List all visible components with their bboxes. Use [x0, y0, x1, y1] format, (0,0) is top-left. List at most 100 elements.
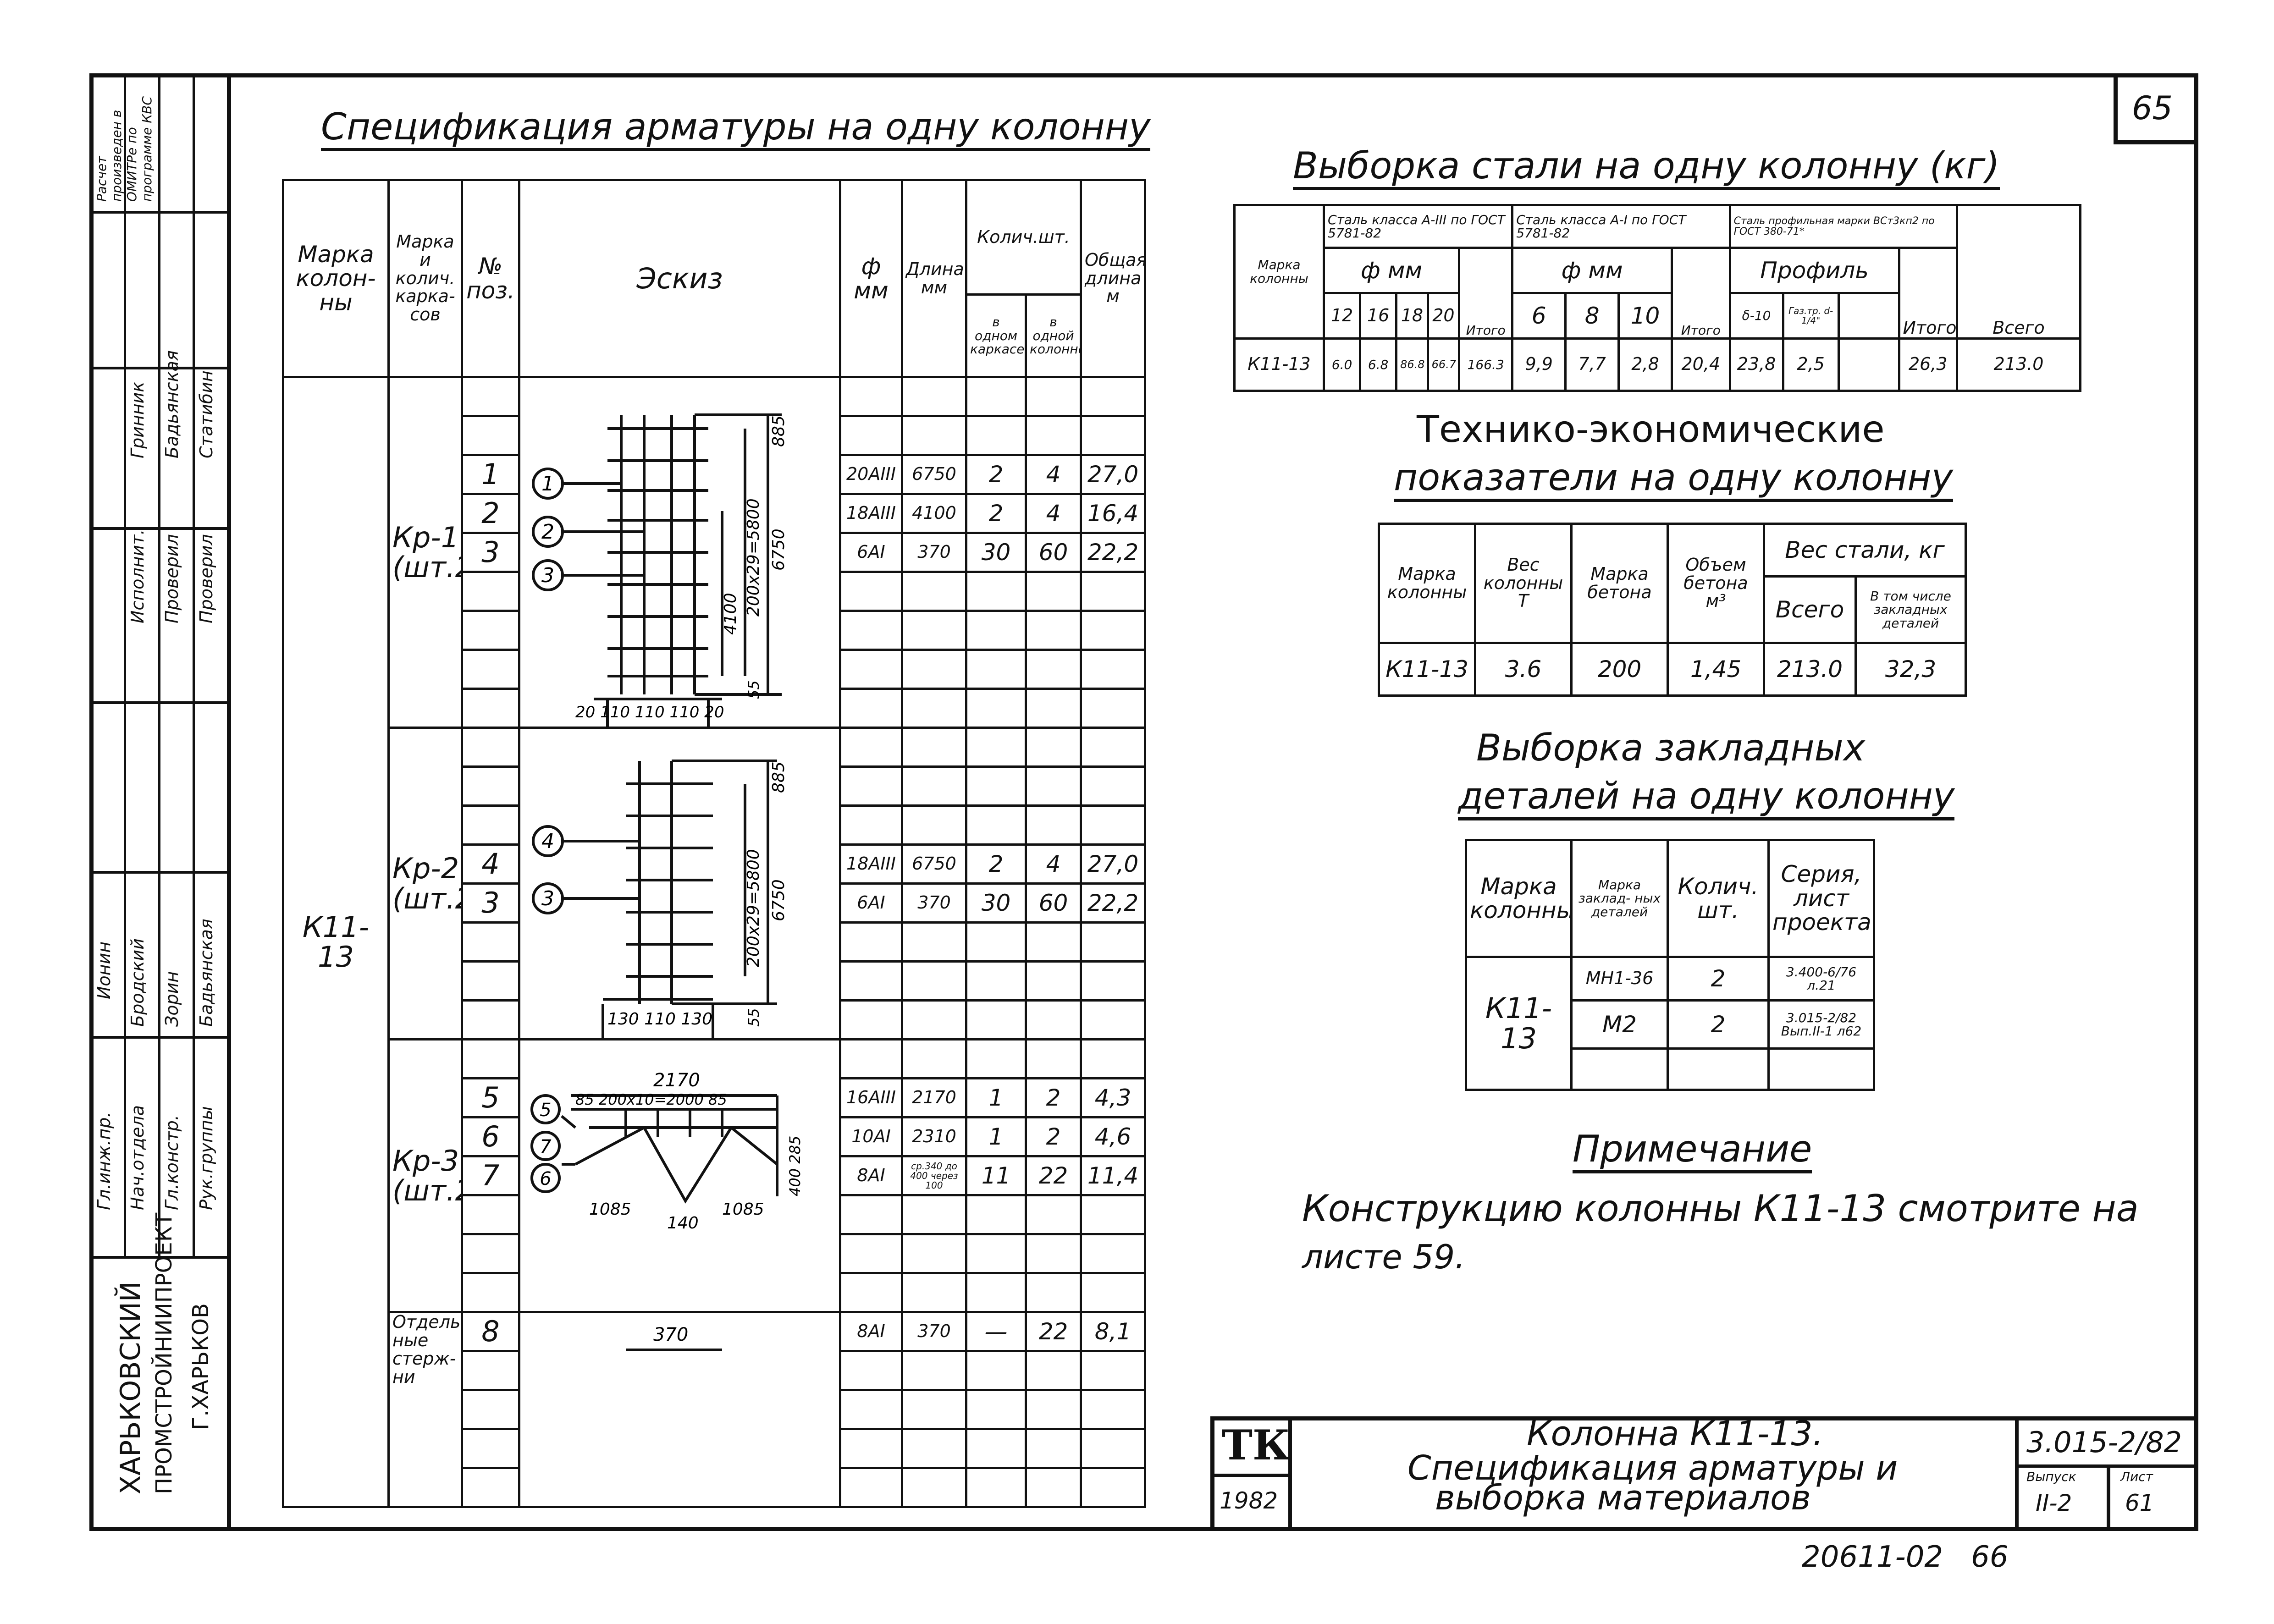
kr1-d5: 55: [745, 680, 762, 699]
tech-hdr-volume: Объем бетона м³: [1667, 523, 1765, 644]
row-pos: 5: [461, 1077, 520, 1118]
note-title: Примечание: [1573, 1128, 1812, 1173]
steel-v10: 2,8: [1617, 337, 1673, 392]
tb-code: 3.015-2/82: [2026, 1426, 2182, 1459]
kr3-a: 1085: [589, 1200, 631, 1219]
tech-hdr-all: Всего: [1763, 575, 1857, 644]
steel-sub-10: 10: [1617, 292, 1673, 340]
row-total: 11,4: [1080, 1155, 1147, 1196]
tech-row-concrete: 200: [1570, 642, 1669, 697]
row-len: 2170: [901, 1077, 967, 1118]
row-total: 27,0: [1080, 454, 1147, 495]
stamp-post-4: Рук.группы: [196, 1106, 216, 1210]
row-pos: 1: [461, 454, 520, 495]
tb-line-2: Спецификация арматуры и: [1407, 1448, 1898, 1488]
stamp-org-3: Г.ХАРЬКОВ: [188, 1303, 214, 1430]
row-phi: 10АI: [839, 1116, 903, 1157]
stamp-post-7: Проверил: [196, 534, 216, 623]
row-total: 4,3: [1080, 1077, 1147, 1118]
hdr-length: Длина мм: [901, 179, 967, 378]
row-pos: 6: [461, 1116, 520, 1157]
row-phi: 6АI: [839, 532, 903, 573]
sketch-kr2: 4 3 885 200x29=5800 6750 55 130 110 130 …: [518, 727, 841, 1040]
row-phi: 16АIII: [839, 1077, 903, 1118]
stamp-name-6: Бадьянская: [162, 350, 182, 458]
row-pos: 8: [461, 1311, 520, 1352]
row-pos: 7: [461, 1155, 520, 1196]
row-qc: 4: [1024, 454, 1082, 495]
emb-qty: 2: [1667, 999, 1770, 1050]
kr1-callout-1: 1: [541, 472, 554, 495]
steel-v20: 66.7: [1426, 337, 1461, 392]
sheet-number-box: [2114, 73, 2198, 144]
row-qc: 4: [1024, 493, 1082, 534]
stamp-post-3: Гл.констр.: [162, 1115, 182, 1210]
row-len: 4100: [901, 493, 967, 534]
kr1-d2: 200x29=5800: [744, 498, 763, 617]
steel-sub-16: 16: [1359, 292, 1398, 340]
hdr-qty-col: в одной колонне: [1024, 293, 1082, 378]
kr2-d5: 55: [745, 1008, 762, 1027]
emb-hdr-mark: Марка колонны: [1465, 839, 1573, 958]
note-text-1: Конструкцию колонны К11-13 смотрите на: [1302, 1187, 2139, 1230]
steel-total: 213.0: [1956, 337, 2081, 392]
kr2-d2: 200x29=5800: [744, 849, 763, 967]
tech-row-incl: 32,3: [1854, 642, 1967, 697]
steel-t1: 166.3: [1458, 337, 1514, 392]
kr3-h: 400 285: [786, 1136, 804, 1196]
stamp-post-1: Гл.инж.пр.: [94, 1112, 114, 1210]
row-qc: 60: [1024, 882, 1082, 924]
tb-line-3: выборка материалов: [1435, 1478, 1811, 1518]
steel-sub-8: 8: [1564, 292, 1620, 340]
steel-hdr-itogo1: Итого: [1458, 247, 1514, 340]
kr2-callout-4: 4: [541, 830, 554, 853]
steel-hdr-class1: Сталь класса А-III по ГОСТ 5781-82: [1323, 204, 1514, 249]
stamp-top-note: Расчет произведен в ОМИТРе по программе …: [94, 96, 155, 202]
tech-hdr-steel: Вес стали, кг: [1762, 523, 1967, 578]
row-qf: 2: [965, 493, 1027, 534]
sketch-kr1: 1 2 3 885 200x29=5800 6750 4100 55 20 11…: [518, 376, 841, 729]
emb-series: 3.400-6/76 л.21: [1767, 956, 1875, 1002]
emb-title-2: деталей на одну колонну: [1458, 775, 1955, 820]
emb-hdr-detail: Марка заклад- ных деталей: [1570, 839, 1669, 958]
kr2-d3: 6750: [769, 879, 788, 921]
kr2-callout-3: 3: [541, 887, 554, 910]
hdr-pos: № поз.: [461, 179, 520, 378]
row-phi: 8АI: [839, 1155, 903, 1196]
kr3-callout-5: 5: [540, 1100, 551, 1121]
row-pos: 3: [461, 532, 520, 573]
row-qf: 30: [965, 882, 1027, 924]
stamp-name-2: Бродский: [127, 938, 148, 1027]
frame-kr2: Кр-2 (шт.2): [387, 727, 463, 1040]
sketch-separate: 370: [518, 1311, 841, 1508]
steel-hdr-class3: Сталь профильная марки ВСт3кп2 по ГОСТ 3…: [1728, 204, 1959, 249]
hdr-frame: Марка и колич. карка- сов: [387, 179, 463, 378]
stamp-name-7: Статибин: [196, 370, 216, 458]
row-pos: 3: [461, 882, 520, 924]
row-qf: 2: [965, 843, 1027, 885]
spec-title: Спецификация арматуры на одну колонну: [321, 105, 1151, 151]
hdr-qty-frame: в одном каркасе: [965, 293, 1027, 378]
emb-series: 3.015-2/82 Вып.II-1 л62: [1767, 999, 1875, 1050]
tech-hdr-weight: Вес колонны Т: [1474, 523, 1573, 644]
kr3-mid: 85 200x10=2000 85: [575, 1091, 727, 1108]
steel-t3: 26,3: [1898, 337, 1959, 392]
row-len: 370: [901, 1311, 967, 1352]
steel-table: Марка колонны Сталь класса А-III по ГОСТ…: [1233, 204, 2081, 392]
tech-title-2: показатели на одну колонну: [1394, 456, 1953, 502]
steel-v18: 86.8: [1395, 337, 1429, 392]
stamp-post-2: Нач.отдела: [127, 1105, 148, 1210]
emb-mark: К11-13: [1465, 956, 1573, 1091]
kr2-d1: 885: [769, 761, 788, 793]
steel-hdr-itogo2: Итого: [1671, 247, 1731, 340]
tk-label: ТК: [1222, 1421, 1290, 1470]
row-qc: 2: [1024, 1116, 1082, 1157]
steel-sub-20: 20: [1426, 292, 1461, 340]
kr3-top: 2170: [653, 1070, 700, 1091]
row-total: 27,0: [1080, 843, 1147, 885]
kr1-callout-2: 2: [541, 520, 554, 544]
kr3-callout-7: 7: [540, 1136, 552, 1157]
tb-sheet-label: Лист: [2120, 1469, 2153, 1484]
spec-table: Марка колон- ны Марка и колич. карка- со…: [282, 179, 1147, 1508]
stamp-name-1: Ионин: [94, 941, 114, 999]
